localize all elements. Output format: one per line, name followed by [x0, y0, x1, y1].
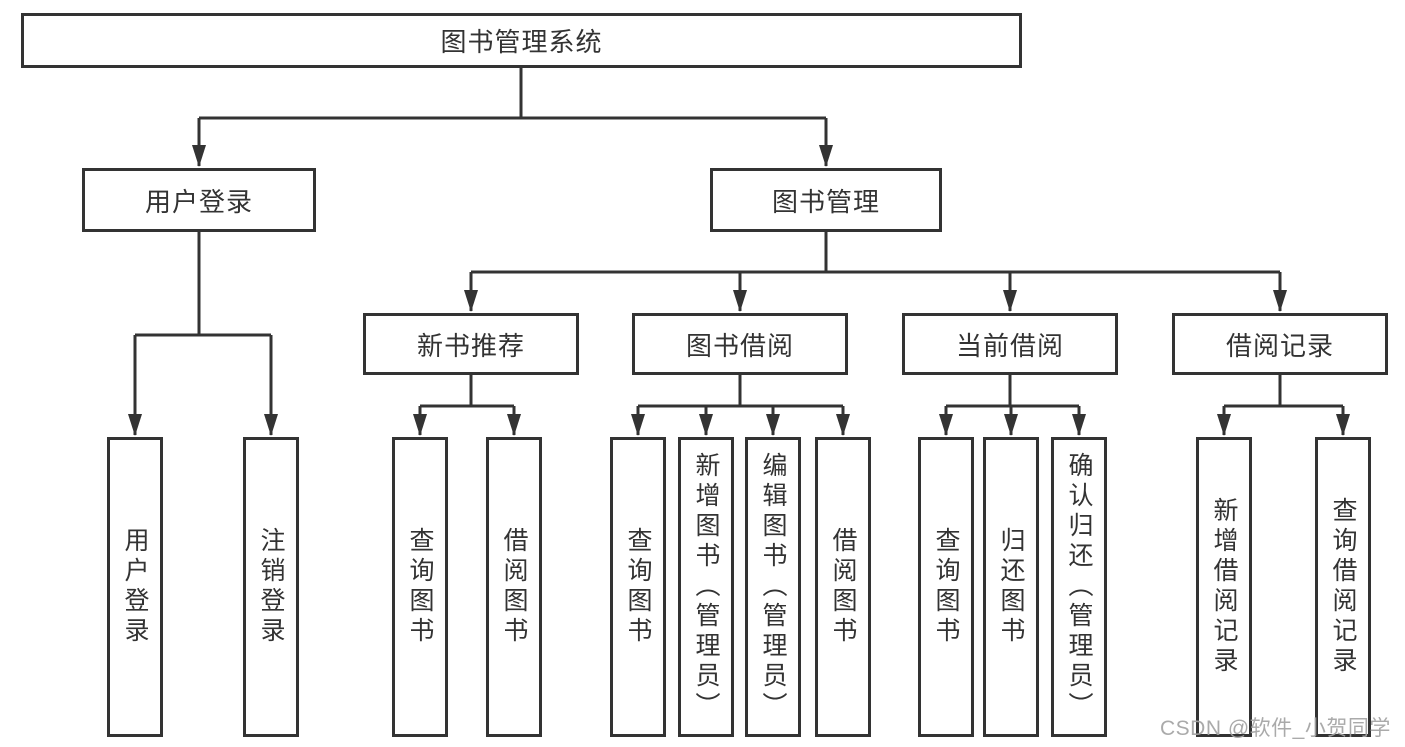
leaf-records-query-record: 查询借阅记录 [1315, 437, 1371, 737]
node-borrowing-records: 借阅记录 [1172, 313, 1388, 375]
node-user-login: 用户登录 [82, 168, 316, 232]
leaf-borrowing-add-book-admin: 新增图书（管理员） [678, 437, 734, 737]
leaf-borrowing-borrow-book: 借阅图书 [815, 437, 871, 737]
leaf-records-add-record: 新增借阅记录 [1196, 437, 1252, 737]
connector-trunks [135, 66, 1343, 408]
leaf-current-confirm-return-admin: 确认归还（管理员） [1051, 437, 1107, 737]
leaf-recommend-borrow-book: 借阅图书 [486, 437, 542, 737]
leaf-borrowing-query-book: 查询图书 [610, 437, 666, 737]
node-book-borrowing: 图书借阅 [632, 313, 848, 375]
leaf-current-query-book: 查询图书 [918, 437, 974, 737]
node-current-borrowing: 当前借阅 [902, 313, 1118, 375]
watermark: CSDN @软件_小贺同学 [1160, 717, 1391, 740]
leaf-current-return-book: 归还图书 [983, 437, 1039, 737]
node-root-system: 图书管理系统 [21, 13, 1022, 68]
leaf-recommend-query-book: 查询图书 [392, 437, 448, 737]
leaf-logout: 注销登录 [243, 437, 299, 737]
leaf-user-login: 用户登录 [107, 437, 163, 737]
leaf-borrowing-edit-book-admin: 编辑图书（管理员） [745, 437, 801, 737]
node-new-book-recommendation: 新书推荐 [363, 313, 579, 375]
node-book-management: 图书管理 [710, 168, 942, 232]
